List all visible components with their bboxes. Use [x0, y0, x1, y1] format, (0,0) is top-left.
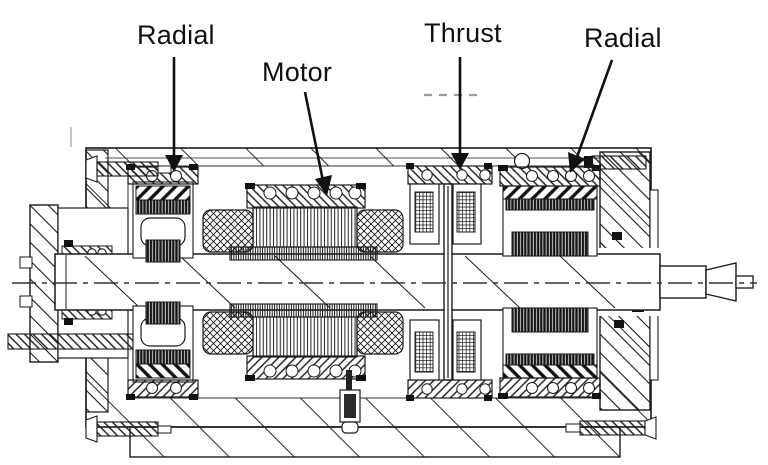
- bottom-connector: [339, 370, 361, 434]
- label-radial-left: Radial: [137, 20, 215, 50]
- shaft-output-rod: [659, 265, 707, 299]
- motor-arrow: [303, 91, 332, 196]
- label-motor: Motor: [262, 57, 333, 87]
- radial-bearing-left: [126, 164, 199, 263]
- label-thrust: Thrust: [424, 18, 502, 48]
- mounting-flange: [7, 333, 134, 350]
- bolts: [85, 155, 657, 443]
- shaft: [54, 253, 754, 311]
- motor-section: [202, 183, 404, 261]
- thrust-arrow: [451, 57, 469, 170]
- radial-right-arrow: [568, 59, 614, 173]
- housing-hole: [513, 152, 531, 170]
- thrust-bearing: [406, 163, 493, 245]
- label-radial-right: Radial: [584, 23, 662, 53]
- radial-bearing-right: [498, 165, 601, 257]
- base-plate: [129, 426, 621, 458]
- radial-left-arrow: [165, 57, 183, 172]
- tool-taper: [705, 262, 737, 302]
